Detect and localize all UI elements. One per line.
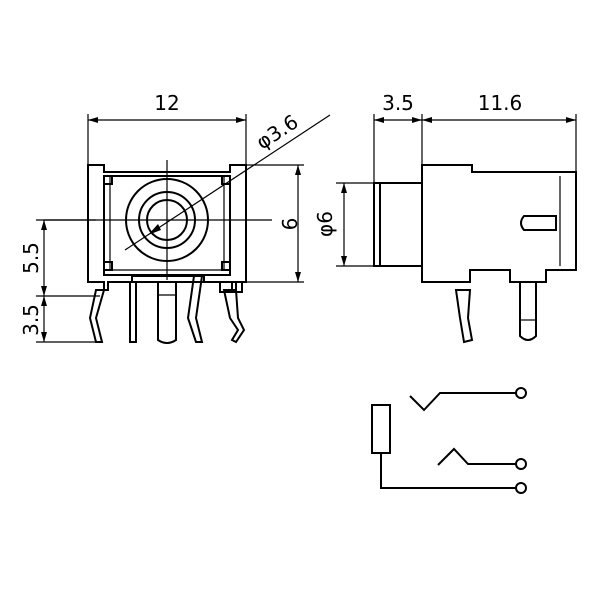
front-view: 12 φ3.6 9 5.5 3.5 [19,91,331,344]
width-label: 12 [154,91,179,115]
dia-arrow-bottom [341,256,347,266]
front-bottom-bar [131,275,205,282]
front-inner-frame [103,175,231,276]
height-label: 9 [277,218,301,231]
nose-arrow-right [412,117,422,123]
width-arrow-right [236,117,246,123]
side-body-outline [421,164,577,283]
pitch-arrow-3 [41,296,47,306]
schematic-terminal-sleeve [515,482,527,494]
side-view: 3.5 11.6 φ6 [313,91,577,344]
upper-pitch-label: 5.5 [19,242,43,274]
nose-arrow-left [374,117,384,123]
pitch-arrow-2 [41,286,47,296]
hole-leader-arrow [148,224,161,235]
pitch-arrow-1 [41,220,47,230]
width-arrow-left [88,117,98,123]
pin-center-left [129,281,137,343]
pin-left [88,289,106,343]
schematic-terminal-tip [515,387,527,399]
height-arrow-top [295,165,301,175]
nose-diameter-label: φ6 [313,211,337,237]
height-arrow-bottom [295,272,301,282]
left-notch-bottom [103,261,113,271]
left-notch [103,175,113,185]
schematic-switch-contact [437,447,516,466]
pin-center-right [186,275,204,343]
pin-center [157,281,177,344]
body-arrow-right [566,117,576,123]
nose-length-label: 3.5 [382,91,414,115]
schematic-plug-body [371,404,391,454]
right-lug [219,281,243,293]
body-arrow-left [422,117,432,123]
lower-pitch-label: 3.5 [19,304,43,336]
nose-outline [373,182,422,267]
side-key-slot [520,215,557,231]
side-pin-left [454,289,474,344]
schematic-terminal-switch [515,458,527,470]
right-notch-bottom [221,261,231,271]
hole-label: φ3.6 [252,110,303,155]
body-length-label: 11.6 [478,91,523,115]
schematic-symbol [371,387,527,494]
dia-arrow-top [341,183,347,193]
schematic-sleeve-wire [380,453,516,489]
pitch-arrow-4 [41,332,47,342]
schematic-tip-contact [409,392,516,412]
pin-right [222,289,246,344]
side-pin-right [519,281,537,341]
